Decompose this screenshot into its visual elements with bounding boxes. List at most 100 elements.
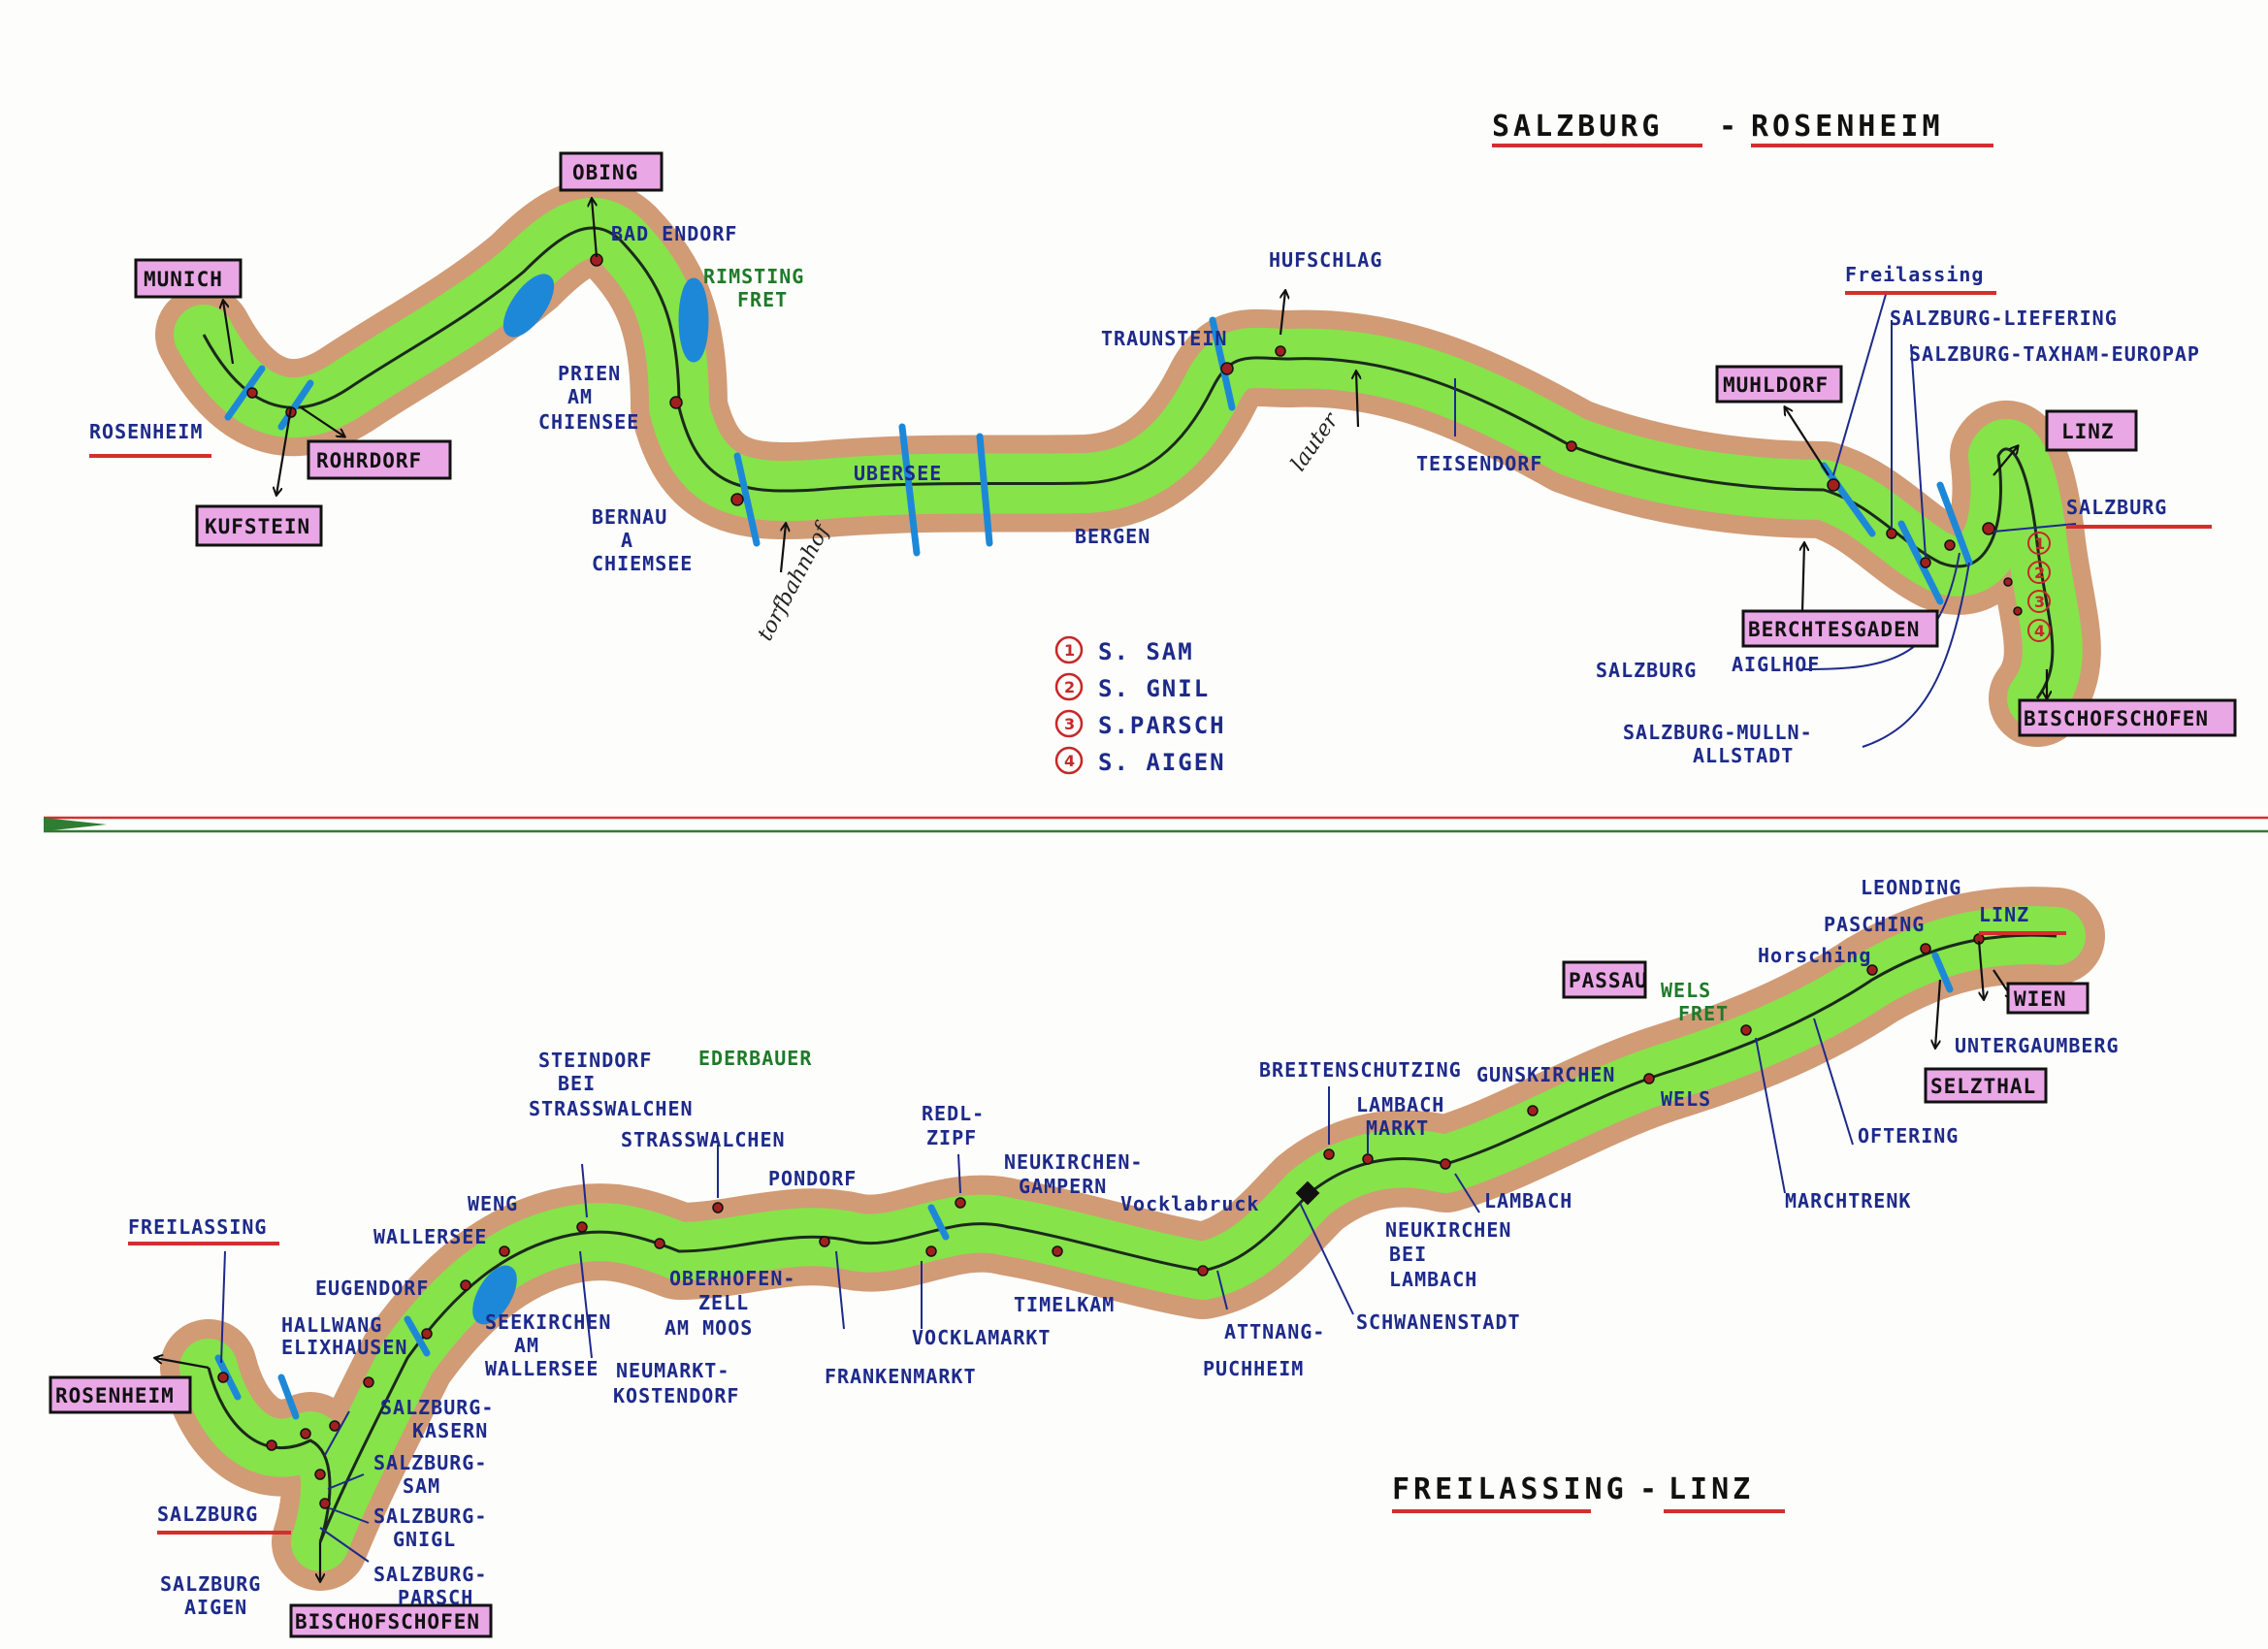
label-eugendorf: EUGENDORF <box>315 1277 429 1300</box>
label-zipf: ZIPF <box>926 1126 977 1149</box>
top-title-separator: - <box>1719 110 1740 144</box>
bottom-map: FREILASSING - LINZ ROSENHEIM BISCHOFSCHO… <box>49 876 2120 1638</box>
legend-item-3: 3 S.PARSCH <box>1054 709 1226 739</box>
box-linz-top: LINZ <box>2045 409 2138 452</box>
svg-text:MUHLDORF: MUHLDORF <box>1723 373 1829 397</box>
label-ederbauer: EDERBAUER <box>698 1047 812 1070</box>
label-salzburg-aiglhof-b: AIGLHOF <box>1732 653 1820 676</box>
svg-text:BERCHTESGADEN: BERCHTESGADEN <box>1748 618 1920 641</box>
label-steindorf-1: STEINDORF <box>538 1049 652 1072</box>
top-track <box>202 226 2055 699</box>
label-oberhofen-2: ZELL <box>698 1291 749 1314</box>
label-ubersee: UBERSEE <box>854 462 942 485</box>
svg-text:2: 2 <box>2034 564 2045 582</box>
legend-item-1: 1 S. SAM <box>1054 635 1192 665</box>
box-obing: OBING <box>559 151 664 192</box>
legend-item-2: 2 S. GNIL <box>1054 672 1210 702</box>
label-marchtrenk: MARCHTRENK <box>1785 1189 1911 1212</box>
top-map: SALZBURG - ROSENHEIM MUNICH KUFSTEIN ROH… <box>89 110 2237 776</box>
label-seekirchen-3: WALLERSEE <box>485 1357 599 1380</box>
label-attnang: ATTNANG- <box>1224 1320 1325 1343</box>
label-timelkam: TIMELKAM <box>1014 1293 1115 1316</box>
bottom-title-linz: LINZ <box>1669 1472 1754 1506</box>
top-title-rosenheim: ROSENHEIM <box>1751 110 1944 144</box>
box-rohrdorf: ROHRDORF <box>307 439 452 480</box>
top-water <box>224 274 1973 605</box>
label-salzburg-sam-2: SAM <box>403 1474 440 1498</box>
label-neukirchen-lambach-2: BEI <box>1389 1243 1427 1266</box>
label-salzburg-taxham: SALZBURG-TAXHAM-EUROPAP <box>1909 342 2200 366</box>
map-divider <box>44 816 2268 833</box>
label-bad-endorf: BAD ENDORF <box>611 222 737 245</box>
svg-text:PASSAU: PASSAU <box>1569 969 1648 992</box>
label-redl: REDL- <box>922 1102 985 1125</box>
label-neukirchen-lambach-3: LAMBACH <box>1389 1268 1477 1291</box>
svg-text:KUFSTEIN: KUFSTEIN <box>205 515 310 538</box>
box-berchtesgaden: BERCHTESGADEN <box>1741 609 1939 648</box>
label-salzburg-mulln: SALZBURG-MULLN- <box>1623 721 1813 744</box>
label-breitenschutzing: BREITENSCHUTZING <box>1259 1058 1462 1082</box>
label-salzburg-aiglhof-a: SALZBURG <box>1596 659 1697 682</box>
label-salzburg-gnigl-2: GNIGL <box>393 1528 456 1551</box>
box-bischofshofen-top: BISCHOFSCHOFEN <box>2018 698 2237 737</box>
label-salzburg-parsch-2: PARSCH <box>398 1586 473 1609</box>
label-salzburg-liefering: SALZBURG-LIEFERING <box>1890 307 2118 330</box>
label-lambach: LAMBACH <box>1484 1189 1572 1212</box>
label-bergen: BERGEN <box>1075 525 1150 548</box>
label-prien-am: AM <box>567 385 593 408</box>
label-rosenheim: ROSENHEIM <box>89 420 203 443</box>
label-traunstein: TRAUNSTEIN <box>1101 327 1227 350</box>
label-prien-chiemsee: CHIENSEE <box>538 410 639 434</box>
label-untergaumberg: UNTERGAUMBERG <box>1955 1034 2120 1057</box>
top-title-salzburg: SALZBURG <box>1492 110 1664 144</box>
svg-text:BISCHOFSCHOFEN: BISCHOFSCHOFEN <box>295 1610 480 1633</box>
label-salzburg-bottom: SALZBURG <box>157 1503 258 1526</box>
label-strasswalchen: STRASSWALCHEN <box>621 1128 786 1151</box>
label-lambach-markt-1: LAMBACH <box>1356 1093 1444 1116</box>
box-selzthal: SELZTHAL <box>1924 1067 2048 1104</box>
label-horsching: Horsching <box>1758 944 1871 967</box>
svg-text:4: 4 <box>1064 752 1075 770</box>
svg-text:2: 2 <box>1064 678 1075 696</box>
label-prien: PRIEN <box>558 362 621 385</box>
label-lauter: lauter <box>1286 407 1345 475</box>
label-pondorf: PONDORF <box>768 1167 857 1190</box>
box-wien: WIEN <box>2006 982 2090 1015</box>
label-oftering: OFTERING <box>1858 1124 1959 1148</box>
label-wallersee: WALLERSEE <box>373 1225 487 1248</box>
label-weng: WENG <box>468 1192 518 1215</box>
svg-text:ROSENHEIM: ROSENHEIM <box>55 1384 175 1407</box>
svg-text:WIEN: WIEN <box>2014 987 2067 1011</box>
bottom-stations <box>217 933 1985 1509</box>
svg-text:SELZTHAL: SELZTHAL <box>1930 1075 2036 1098</box>
box-rosenheim-bottom: ROSENHEIM <box>49 1375 192 1414</box>
svg-text:S.PARSCH: S.PARSCH <box>1098 712 1226 739</box>
label-salzburg-top: SALZBURG <box>2066 496 2167 519</box>
label-steindorf-3: STRASSWALCHEN <box>529 1097 694 1120</box>
label-teisendorf: TEISENDORF <box>1416 452 1542 475</box>
svg-text:1: 1 <box>2034 534 2045 553</box>
label-freilassing-top: Freilassing <box>1845 263 1984 286</box>
label-neukirchen-lambach-1: NEUKIRCHEN <box>1385 1218 1511 1242</box>
svg-text:S. GNIL: S. GNIL <box>1098 675 1210 702</box>
label-hallwang: HALLWANG <box>281 1313 382 1337</box>
label-neukirchen-gampern-2: GAMPERN <box>1019 1175 1107 1198</box>
label-salzburg-parsch-1: SALZBURG- <box>373 1563 487 1586</box>
svg-text:ROHRDORF: ROHRDORF <box>316 449 422 472</box>
label-wels-fret-1: WELS <box>1661 979 1711 1002</box>
top-arrows <box>223 199 2047 698</box>
label-elixhausen: ELIXHAUSEN <box>281 1336 407 1359</box>
label-wels-fret-2: FRET <box>1678 1002 1729 1025</box>
label-vocklabruck: Vocklabruck <box>1120 1192 1259 1215</box>
top-leader-lines <box>1454 290 2077 748</box>
svg-text:LINZ: LINZ <box>2061 420 2115 443</box>
bottom-track <box>207 933 2057 1543</box>
bottom-title-freilassing: FREILASSING <box>1392 1472 1628 1506</box>
svg-text:MUNICH: MUNICH <box>144 268 223 291</box>
box-bischofshofen-bottom: BISCHOFSCHOFEN <box>289 1603 493 1638</box>
box-munich: MUNICH <box>134 258 243 299</box>
svg-text:OBING: OBING <box>572 161 638 184</box>
label-neumarkt-1: NEUMARKT- <box>616 1359 729 1382</box>
legend-item-4: 4 S. AIGEN <box>1054 746 1224 776</box>
